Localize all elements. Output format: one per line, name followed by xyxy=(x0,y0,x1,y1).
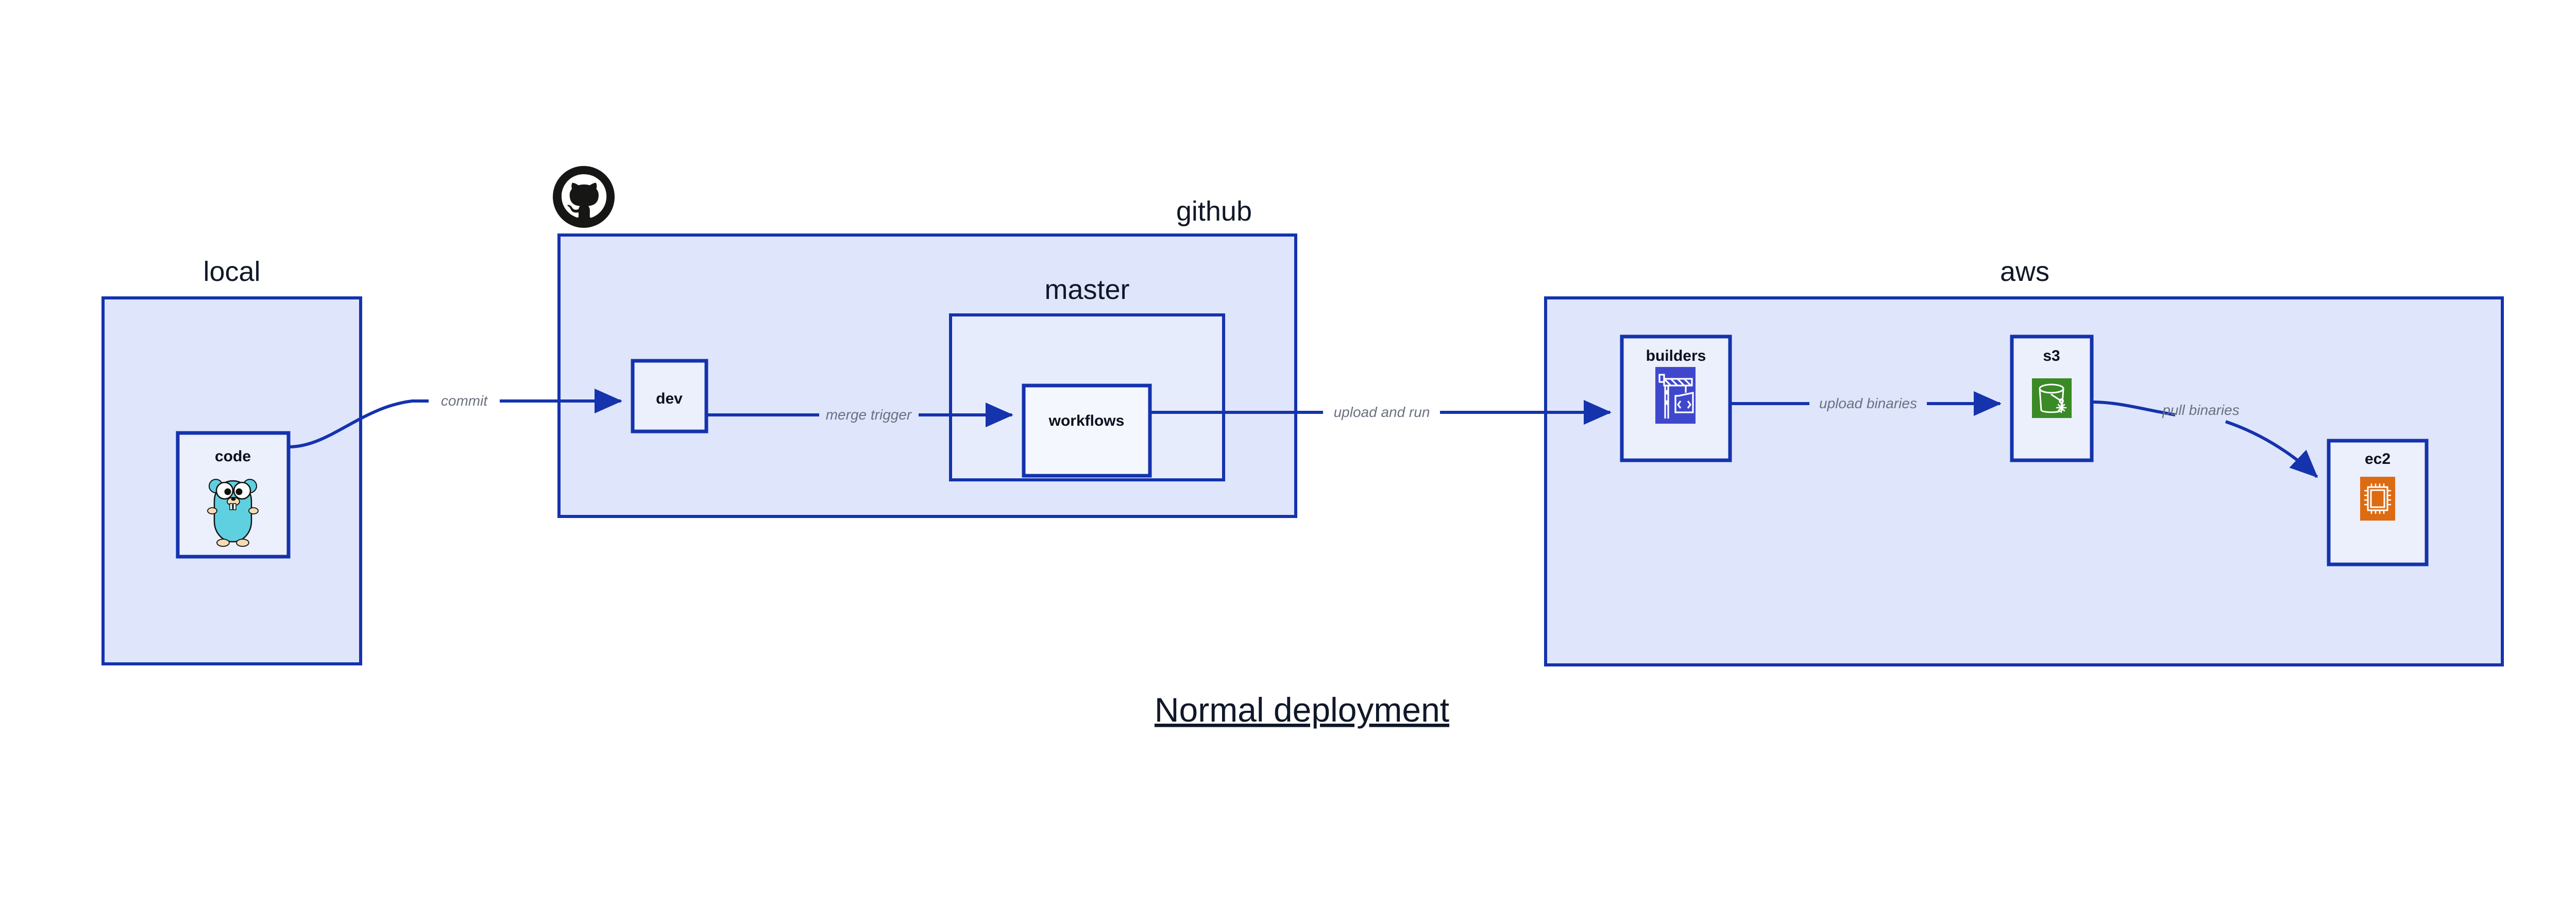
edge-upload-binaries: upload binaries xyxy=(1730,391,2002,416)
ec2-node-label: ec2 xyxy=(2365,450,2391,467)
edge-pull-binaries: pull binaries xyxy=(2091,400,2318,478)
edge-pull-binaries-path-left xyxy=(2091,400,2176,416)
node-builders[interactable]: builders xyxy=(1620,335,1732,462)
aws-s3-icon xyxy=(2032,378,2072,418)
local-group-label: local xyxy=(203,256,260,287)
aws-ec2-icon xyxy=(2360,477,2395,521)
edge-merge-trigger: merge trigger xyxy=(706,403,1013,427)
s3-node-label: s3 xyxy=(2043,347,2060,364)
code-node-label: code xyxy=(215,448,251,465)
edge-commit-path-left xyxy=(288,399,429,448)
dev-node-label: dev xyxy=(656,390,683,407)
edge-commit-label: commit xyxy=(441,393,488,409)
github-octocat-icon xyxy=(553,166,615,228)
master-group-label: master xyxy=(1044,274,1129,305)
edge-merge-trigger-label: merge trigger xyxy=(826,407,912,423)
edge-upload-binaries-label: upload binaries xyxy=(1819,395,1917,411)
workflows-node-label: workflows xyxy=(1048,412,1125,429)
github-group-label: github xyxy=(1176,196,1252,227)
aws-codebuild-icon xyxy=(1655,367,1696,424)
node-dev[interactable]: dev xyxy=(631,359,708,433)
node-ec2[interactable]: ec2 xyxy=(2327,439,2429,566)
node-workflows[interactable]: workflows xyxy=(1022,383,1152,478)
node-code[interactable]: code xyxy=(176,431,291,559)
edge-upload-and-run-label: upload and run xyxy=(1334,404,1430,420)
dev-node-box[interactable] xyxy=(631,359,708,433)
builders-node-label: builders xyxy=(1646,347,1706,364)
aws-group-label: aws xyxy=(2000,256,2049,287)
edge-upload-and-run: upload and run xyxy=(1150,400,1612,425)
edge-pull-binaries-path-right xyxy=(2225,420,2318,478)
page-title: Normal deployment xyxy=(1155,691,1449,729)
workflows-node-box[interactable] xyxy=(1022,383,1152,478)
node-s3[interactable]: s3 xyxy=(2010,335,2094,462)
edge-commit: commit xyxy=(288,389,622,448)
edge-pull-binaries-label: pull binaries xyxy=(2162,402,2239,418)
go-gopher-icon xyxy=(207,479,259,547)
